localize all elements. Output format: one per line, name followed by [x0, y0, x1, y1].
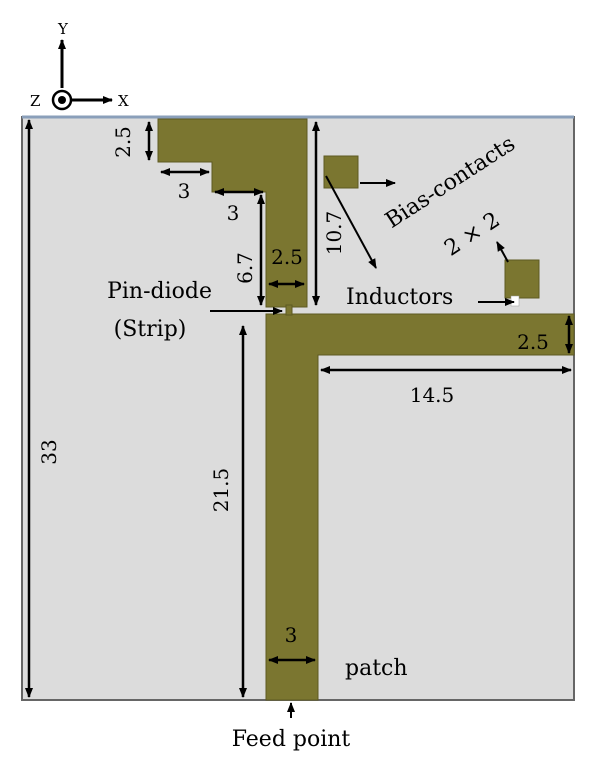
dim-text-feed-width: 3: [285, 623, 298, 647]
dimension-texts: 2.5 3 3 6.7 2.5 10.7 2.5 14.5 21.5 33 3: [37, 126, 549, 647]
leader-lines: [210, 175, 515, 718]
dim-text-stub-width: 2.5: [271, 245, 303, 269]
inductors-label: Inductors: [346, 285, 453, 310]
size-2x2-leader: [496, 241, 509, 263]
feed-point-label: Feed point: [232, 727, 351, 752]
x-axis-label: X: [118, 92, 129, 110]
dim-text-33: 33: [37, 439, 61, 464]
coordinate-axes: Y X Z: [30, 20, 129, 111]
dim-text-step2: 3: [227, 201, 240, 225]
dim-text-arm-width: 2.5: [517, 330, 549, 354]
patch-label: patch: [345, 656, 408, 681]
dim-text-145: 14.5: [410, 383, 455, 407]
pin-diode-label: Pin-diode: [107, 279, 212, 304]
dim-text-215: 21.5: [209, 468, 233, 513]
pin-diode-strip: [285, 304, 293, 316]
z-axis-label: Z: [30, 92, 40, 110]
dim-text-67: 6.7: [233, 252, 257, 284]
dim-text-step1: 3: [178, 179, 191, 203]
z-axis-dot-icon: [58, 96, 66, 104]
dimension-lines: [25, 119, 573, 698]
dim-text-top: 2.5: [111, 126, 135, 158]
upper-stepped-patch: [157, 118, 308, 308]
y-axis-label: Y: [57, 20, 69, 38]
bias-contact-pad-2: [504, 259, 540, 299]
dim-text-107: 10.7: [322, 211, 346, 256]
inductor-leader-1: [325, 175, 377, 269]
strip-label: (Strip): [114, 317, 187, 342]
